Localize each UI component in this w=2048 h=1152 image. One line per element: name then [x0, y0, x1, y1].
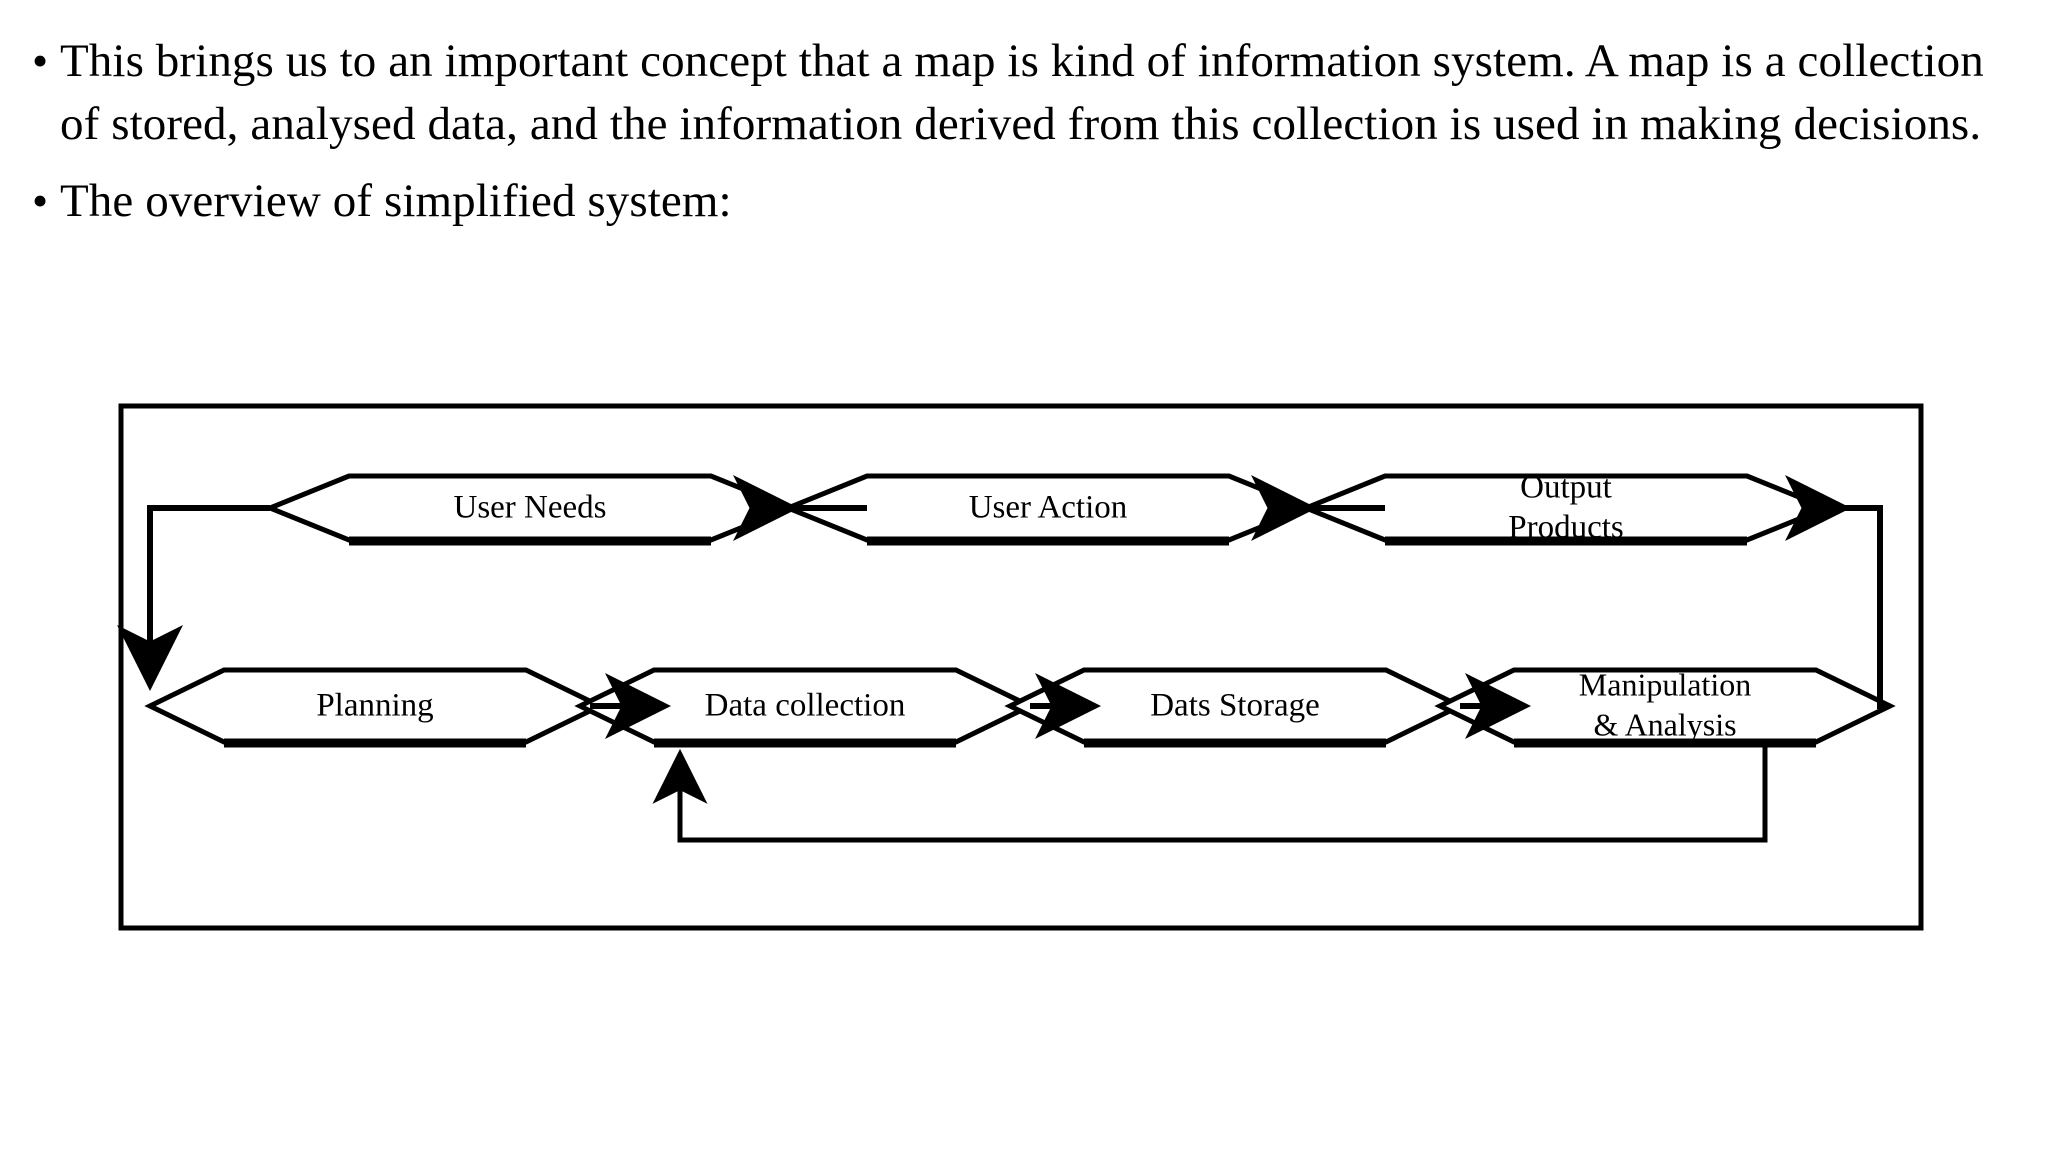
list-item: • This brings us to an important concept…	[26, 30, 2016, 156]
node-dats-storage[interactable]: Dats Storage	[1004, 667, 1466, 748]
list-item: • The overview of simplified system:	[26, 170, 2016, 233]
system-overview-diagram: User Needs User Action Output Products P…	[0, 380, 2048, 960]
node-user-action[interactable]: User Action	[781, 473, 1315, 546]
manipulation-analysis-label-line2: & Analysis	[1593, 706, 1736, 742]
data-collection-label: Data collection	[705, 688, 906, 724]
node-user-needs[interactable]: User Needs	[263, 473, 797, 546]
user-action-label: User Action	[969, 490, 1128, 526]
edge-userneeds-to-planning	[117, 505, 270, 691]
output-products-label-line1: Output	[1520, 470, 1612, 506]
diagram-canvas: User Needs User Action Output Products P…	[117, 403, 1924, 931]
bullet-list: • This brings us to an important concept…	[26, 30, 2016, 247]
edge-manipulation-to-output	[1785, 475, 1890, 709]
edge-manipulation-feedback	[652, 744, 1768, 843]
bullet-marker-icon: •	[32, 35, 49, 86]
bullet-text-2: The overview of simplified system:	[60, 175, 732, 227]
bullet-marker-icon: •	[32, 175, 49, 226]
node-manipulation-analysis[interactable]: Manipulation & Analysis	[1434, 666, 1896, 748]
node-data-collection[interactable]: Data collection	[574, 667, 1036, 748]
dats-storage-label: Dats Storage	[1150, 688, 1320, 724]
node-output-products[interactable]: Output Products	[1299, 470, 1833, 546]
node-planning[interactable]: Planning	[144, 667, 606, 748]
bullet-text-1: This brings us to an important concept t…	[60, 35, 1996, 150]
manipulation-analysis-label-line1: Manipulation	[1579, 666, 1751, 702]
user-needs-label: User Needs	[453, 490, 606, 526]
output-products-label-line2: Products	[1508, 510, 1624, 546]
planning-label: Planning	[316, 688, 433, 724]
